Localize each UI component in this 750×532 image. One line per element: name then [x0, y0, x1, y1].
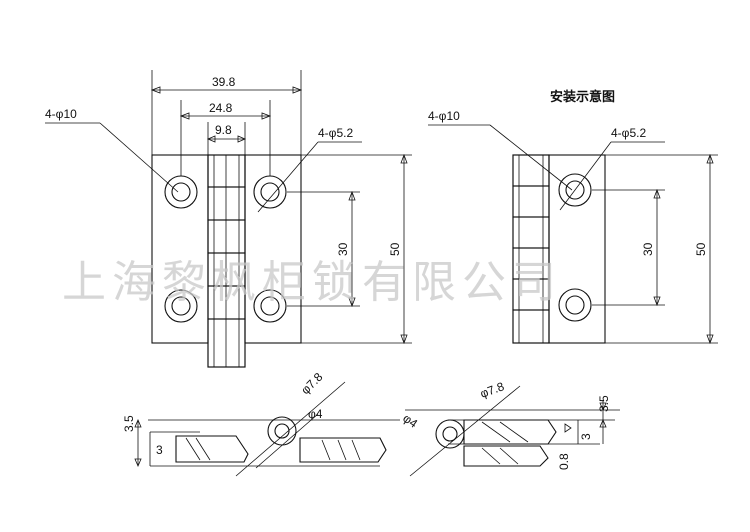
- knuckle-segment: [207, 219, 246, 254]
- callout-small-holes: 4-φ5.2: [318, 126, 353, 140]
- countersunk-hole: [558, 288, 592, 322]
- knuckle-segment: [512, 309, 550, 344]
- dim-leaf-thickness: 3: [579, 433, 593, 440]
- dim-height: 50: [388, 242, 402, 256]
- dim-total-thickness: 3.5: [122, 415, 136, 432]
- leaf-outline: [548, 154, 606, 344]
- callout-large-holes: 4-φ10: [45, 107, 77, 121]
- dim-pin-diameter: φ4: [400, 411, 420, 431]
- dim-pin-diameter: φ4: [308, 407, 323, 421]
- leaf-profile: [463, 419, 557, 445]
- dim-gap: 0.8: [557, 453, 571, 470]
- countersunk-hole: [164, 289, 198, 323]
- dim-hole-vertical: 30: [336, 242, 350, 256]
- knuckle-segment: [512, 216, 550, 249]
- dim-knuckle-outer: φ7.8: [478, 379, 506, 401]
- countersunk-hole: [253, 289, 287, 323]
- install-title: 安装示意图: [550, 89, 615, 105]
- knuckle-segment: [207, 318, 246, 368]
- right-side-view: 3.5 3 0.8 φ7.8 φ4: [400, 379, 620, 477]
- dim-hole-vertical: 30: [641, 242, 655, 256]
- countersunk-hole: [253, 175, 287, 209]
- callout-small-holes: 4-φ5.2: [611, 126, 646, 140]
- left-front-view: 39.8 24.8 9.8 4-φ10 4-φ5.2 30 50: [45, 70, 412, 368]
- knuckle-segment: [207, 154, 246, 188]
- dim-knuckle-width: 9.8: [215, 123, 232, 137]
- knuckle-segment: [512, 154, 550, 187]
- dim-total-thickness: 3.5: [597, 395, 611, 412]
- left-side-view: 3.5 3 φ7.8 φ4: [122, 370, 400, 477]
- dim-leaf-thickness: 3: [156, 443, 163, 457]
- knuckle-segment: [512, 185, 550, 218]
- right-install-view: 安装示意图 4-φ10 4-φ5.2 30: [428, 89, 718, 345]
- leaf-profile: [299, 437, 387, 463]
- dim-height: 50: [694, 242, 708, 256]
- knuckle-segment: [207, 186, 246, 221]
- callout-large-holes: 4-φ10: [428, 109, 460, 123]
- countersunk-hole: [164, 175, 198, 209]
- leaf-profile: [463, 445, 549, 467]
- dim-hole-spacing: 24.8: [209, 101, 233, 115]
- leaf-profile: [175, 435, 249, 463]
- knuckle-section: [267, 416, 297, 446]
- company-watermark: 上海黎枫柜锁有限公司: [62, 257, 562, 308]
- countersunk-hole: [558, 173, 592, 207]
- dim-overall-width: 39.8: [212, 75, 236, 89]
- knuckle-column: [512, 154, 550, 344]
- dim-knuckle-outer: φ7.8: [298, 370, 325, 397]
